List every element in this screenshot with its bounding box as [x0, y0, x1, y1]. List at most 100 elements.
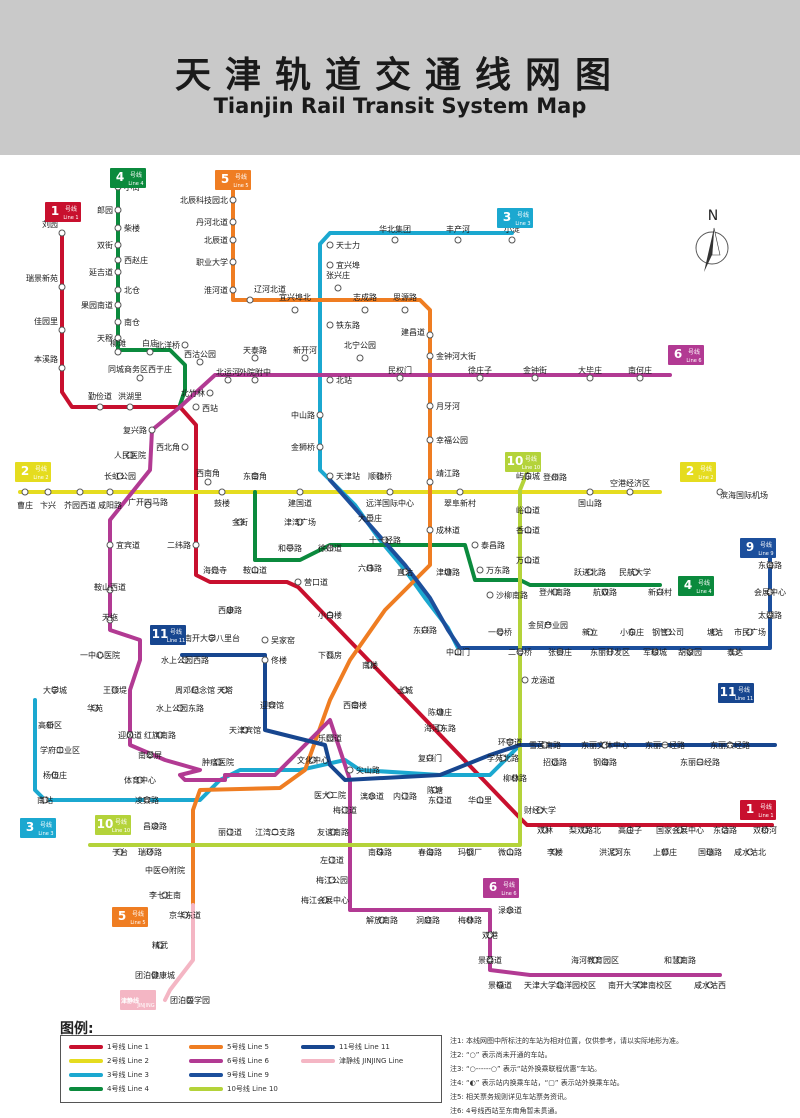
station-marker: [143, 796, 151, 804]
station-marker: [606, 648, 614, 656]
station-label: 鞍山西道: [94, 582, 126, 592]
station-marker: [44, 488, 52, 496]
station-marker: [114, 241, 122, 249]
badge-en: Line 3: [515, 221, 530, 227]
notes: 注1: 本线网图中所标注的车站为相对位置，仅供参考，请以实际地形为准。注2: “…: [450, 1034, 790, 1118]
station-marker: [524, 506, 532, 514]
legend-title: 图例:: [60, 1021, 94, 1037]
station-label: 国瑞路: [698, 847, 722, 857]
station-marker: [496, 981, 504, 989]
station-marker: [326, 241, 334, 249]
station-label: 梅林路: [458, 915, 482, 925]
station-label: 郎园: [97, 205, 113, 215]
station-label: 新开河: [293, 345, 317, 355]
station-label: 吴家窑: [271, 635, 295, 645]
station-marker: [58, 229, 66, 237]
route-line10: [88, 468, 530, 847]
station-label: 梅江道: [333, 805, 357, 815]
station-marker: [426, 754, 434, 762]
station-label: 南何庄: [628, 365, 652, 375]
station-label: 佟楼: [271, 655, 287, 665]
station-label: 周邓纪念馆: [175, 685, 215, 695]
badge-number: 4: [684, 578, 692, 592]
map-title-cn: 天津轨道交通线网图: [174, 55, 625, 96]
station-marker: [551, 473, 559, 481]
station-label: 友谊南路: [317, 827, 349, 837]
badge-number: 1: [746, 802, 754, 816]
badge-number: 11: [152, 627, 169, 641]
station-marker: [286, 544, 294, 552]
station-label: 海河东路: [424, 723, 456, 733]
station-label: 万东路: [486, 565, 510, 575]
legend-label: 10号线 Line 10: [227, 1085, 278, 1093]
station-label: 景福道: [488, 980, 512, 990]
station-marker: [329, 828, 337, 836]
station-marker: [454, 236, 462, 244]
station-marker: [361, 306, 369, 314]
station-label: 南开大学津南校区: [608, 980, 672, 990]
station-marker: [41, 796, 49, 804]
station-label: 远洋国际中心: [366, 498, 414, 508]
station-label: 香山道: [516, 525, 540, 535]
station-marker: [218, 488, 226, 496]
station-label: 本溪路: [34, 354, 58, 364]
station-label: 江湾二支路: [255, 827, 295, 837]
station-label: 乐园道: [318, 733, 342, 743]
station-marker: [396, 374, 404, 382]
station-marker: [506, 738, 514, 746]
station-label: 直沽: [397, 567, 413, 577]
header-banner: 天津轨道交通线网图 Tianjin Rail Transit System Ma…: [0, 0, 800, 155]
station-marker: [296, 488, 304, 496]
station-marker: [96, 651, 104, 659]
station-marker: [146, 751, 154, 759]
station-marker: [631, 568, 639, 576]
station-marker: [326, 376, 334, 384]
station-marker: [499, 754, 507, 762]
station-marker: [114, 224, 122, 232]
route-line5: [191, 178, 432, 907]
badge-number: 5: [221, 172, 229, 186]
station-marker: [586, 568, 594, 576]
station-label: 军粮城: [643, 647, 667, 657]
station-marker: [114, 206, 122, 214]
station-label: 雪莲南路: [529, 740, 561, 750]
station-marker: [366, 514, 374, 522]
station-label: 天穆: [97, 333, 113, 343]
station-label: 东丽三经路: [680, 757, 720, 767]
station-marker: [326, 321, 334, 329]
station-marker: [328, 876, 336, 884]
badge-cn: 号线: [130, 171, 142, 179]
station-label: 李楼: [547, 847, 563, 857]
station-marker: [148, 426, 156, 434]
station-marker: [21, 488, 29, 496]
station-marker: [454, 648, 462, 656]
station-marker: [176, 704, 184, 712]
station-label: 双港: [482, 930, 498, 940]
station-marker: [586, 628, 594, 636]
badge-cn: 号线: [738, 686, 750, 694]
station-label: 泰昌路: [481, 540, 505, 550]
note-line: 注5: 相关票务规则详见车站票务资讯。: [450, 1093, 572, 1101]
station-label: 大学城: [43, 685, 67, 695]
badge-number: 6: [674, 347, 682, 361]
badge-en: Line 2: [698, 475, 713, 481]
station-label: 华山里: [468, 795, 492, 805]
station-label: 西康路: [218, 605, 242, 615]
station-marker: [436, 724, 444, 732]
station-marker: [161, 866, 169, 874]
station-marker: [706, 848, 714, 856]
station-label: 土城: [397, 685, 413, 695]
station-marker: [251, 376, 259, 384]
station-label: 思源路: [393, 292, 417, 302]
station-label: 天津大学北洋园校区: [524, 980, 596, 990]
station-marker: [676, 956, 684, 964]
station-label: 白庙: [142, 338, 158, 348]
station-label: 国山路: [578, 498, 602, 508]
station-marker: [186, 996, 194, 1004]
station-marker: [294, 578, 302, 586]
station-marker: [426, 402, 434, 410]
